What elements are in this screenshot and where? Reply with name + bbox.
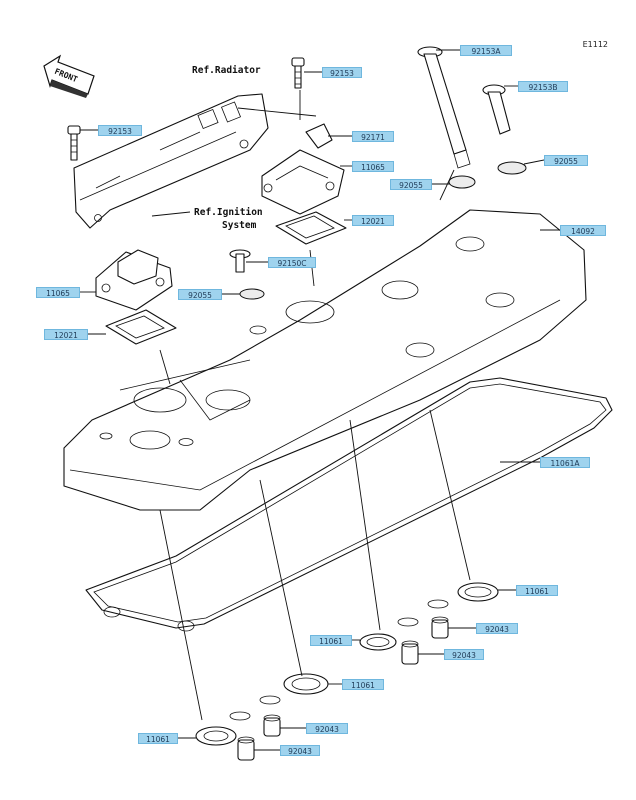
grommet-92043-b1: [263, 714, 281, 737]
ref-radiator: Ref.Radiator: [192, 65, 261, 76]
grommet-92043-r1: [431, 616, 449, 639]
gasket-11061-low: [283, 673, 329, 695]
gasket-11061a: [85, 377, 613, 632]
label-11061-mid: 11061: [310, 635, 352, 646]
label-11065-right: 11065: [352, 161, 394, 172]
cover-11065-left: [95, 249, 173, 311]
label-92043-r2: 92043: [444, 649, 484, 660]
label-92153-left: 92153: [98, 125, 142, 136]
grommet-92043-r2: [401, 640, 419, 665]
cylinder-head-cover-14092: [63, 209, 587, 511]
label-12021-right: 12021: [352, 215, 394, 226]
label-11061a: 11061A: [540, 457, 590, 468]
label-92055-mid: 92055: [178, 289, 222, 300]
label-11061-low: 11061: [342, 679, 384, 690]
label-92043-r1: 92043: [476, 623, 518, 634]
label-92153-top: 92153: [322, 67, 362, 78]
bolt-92153b: [482, 84, 511, 135]
washer-92055-cap: [448, 175, 476, 189]
washer-92055-upper: [497, 161, 527, 175]
label-92150c: 92150C: [268, 257, 316, 268]
gasket-11061-right: [457, 582, 499, 602]
bolt-92153-top: [291, 57, 305, 89]
label-11061-bottom: 11061: [138, 733, 178, 744]
label-14092: 14092: [560, 225, 606, 236]
label-92055-upper: 92055: [544, 155, 588, 166]
label-92153b: 92153B: [518, 81, 568, 92]
label-92055-cap: 92055: [390, 179, 432, 190]
label-92153a: 92153A: [460, 45, 512, 56]
washer-92055-mid: [239, 288, 265, 300]
label-92043-b2: 92043: [280, 745, 320, 756]
radiator-bracket: [73, 93, 269, 229]
grommet-92043-b2: [237, 736, 255, 761]
gasket-11061-mid: [359, 633, 397, 651]
leader-lines: [80, 49, 560, 751]
label-92043-b1: 92043: [306, 723, 348, 734]
bolt-92150c: [229, 249, 251, 273]
label-11061-right: 11061: [516, 585, 558, 596]
seal-stack: [229, 599, 449, 721]
label-92171: 92171: [352, 131, 394, 142]
bolt-92153-left: [67, 125, 81, 161]
ref-ignition-line2: System: [222, 220, 257, 231]
cover-11065-right: [261, 149, 345, 215]
front-arrow-icon: [43, 54, 95, 98]
reed-valve-12021-left: [105, 309, 177, 345]
label-11065-left: 11065: [36, 287, 80, 298]
diagram-code: E1112: [582, 40, 608, 49]
clip-92171: [305, 123, 333, 149]
reed-valve-12021-right: [275, 211, 347, 245]
gasket-11061-bottom: [195, 726, 237, 746]
ref-ignition-line1: Ref.Ignition: [194, 207, 263, 218]
bolt-92153a: [417, 46, 471, 169]
label-12021-left: 12021: [44, 329, 88, 340]
